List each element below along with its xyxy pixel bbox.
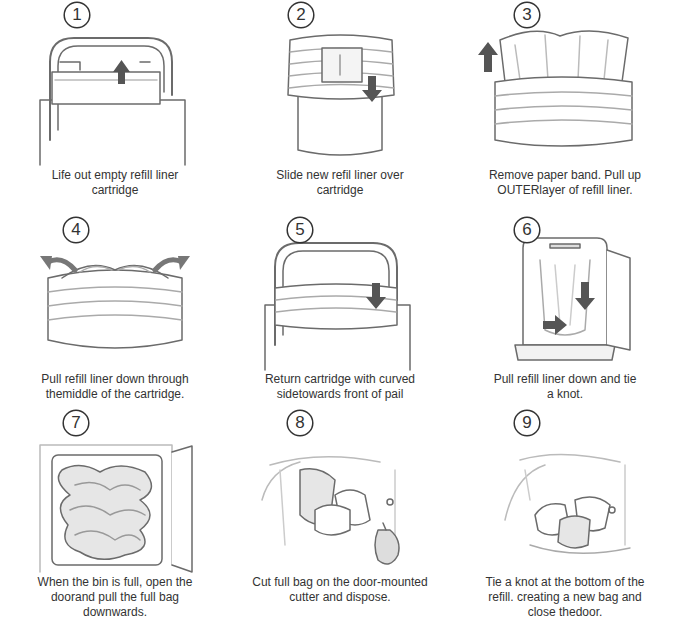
step-number: 2	[287, 1, 315, 29]
step-number: 1	[63, 1, 91, 29]
step-caption: Return cartridge with curved sidetowards…	[251, 372, 429, 402]
step-number: 7	[62, 409, 90, 437]
step-number-text: 1	[63, 1, 91, 29]
curved-arrow-head	[178, 256, 190, 270]
step-caption: Tie a knot at the bottom of the refill. …	[475, 575, 655, 620]
curved-arrow	[48, 260, 75, 270]
step-caption: Slide new refil liner over cartridge	[274, 168, 406, 198]
right-arrow	[543, 315, 567, 335]
step-number-text: 7	[62, 409, 90, 437]
step-caption: When the bin is full, open the doorand p…	[31, 575, 199, 620]
step-number: 4	[62, 216, 90, 244]
step-caption: Life out empty refill liner cartridge	[49, 168, 181, 198]
down-arrow	[362, 76, 382, 102]
step-caption: Remove paper band. Pull up OUTERlayer of…	[476, 168, 654, 198]
step-number: 8	[286, 409, 314, 437]
cutter-illustration	[262, 457, 399, 564]
down-arrow	[575, 282, 595, 310]
step-number: 5	[286, 216, 314, 244]
step-number: 9	[513, 409, 541, 437]
up-arrow	[113, 60, 130, 84]
liner-pull-up-illustration	[495, 31, 632, 146]
step-number-text: 3	[513, 1, 541, 29]
curved-arrow	[155, 260, 182, 270]
step-number-text: 9	[513, 409, 541, 437]
liner-pull-down-illustration	[48, 266, 182, 349]
step-number-text: 5	[286, 216, 314, 244]
step-caption: Cut full bag on the door-mounted cutter …	[245, 575, 435, 605]
cartridge-return-illustration	[265, 243, 410, 370]
step-number: 3	[513, 1, 541, 29]
step-number-text: 4	[62, 216, 90, 244]
up-arrow	[478, 42, 498, 72]
pail-lift-illustration	[40, 38, 185, 165]
step-number-text: 8	[286, 409, 314, 437]
step-number-text: 2	[287, 1, 315, 29]
down-arrow	[366, 283, 386, 309]
bin-knot-illustration	[515, 238, 630, 360]
step-number-text: 6	[513, 216, 541, 244]
step-caption: Pull refill liner down and tie a knot.	[489, 372, 641, 402]
step-number: 6	[513, 216, 541, 244]
full-bin-illustration	[40, 445, 192, 572]
step-caption: Pull refill liner down through themiddle…	[24, 372, 206, 402]
tie-knot-illustration	[505, 454, 630, 553]
curved-arrow-head	[40, 256, 52, 270]
liner-slide-illustration	[288, 35, 394, 155]
